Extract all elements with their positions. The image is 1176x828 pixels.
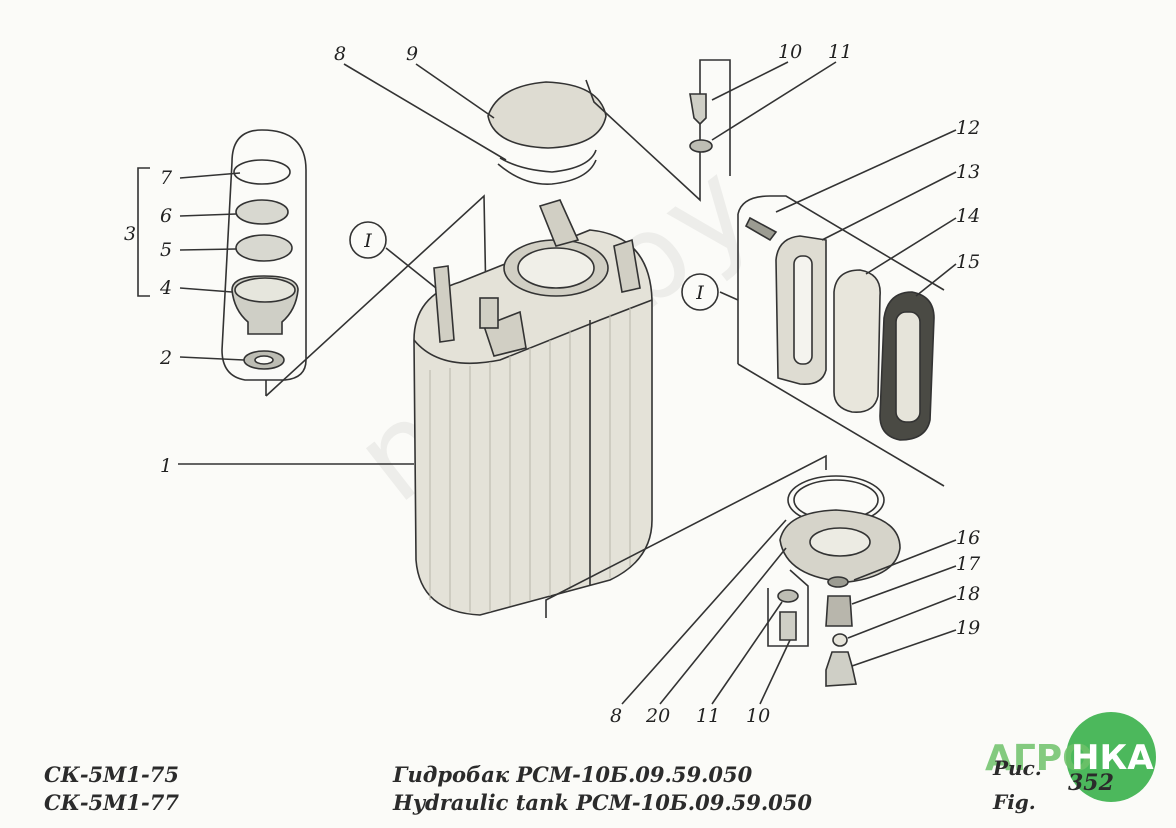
callout-19: 19 bbox=[956, 617, 980, 639]
model-label-2: СК-5М1-77 bbox=[44, 790, 179, 815]
figure-label-ru: Рис. bbox=[993, 756, 1042, 780]
ball-18 bbox=[832, 633, 848, 647]
callout-10-top: 10 bbox=[778, 41, 802, 63]
valve-19 bbox=[825, 651, 857, 687]
callout-9: 9 bbox=[406, 43, 418, 65]
logo-text-left: АГРО bbox=[985, 738, 1093, 779]
callout-8-top: 8 bbox=[334, 43, 346, 65]
callout-17: 17 bbox=[956, 553, 981, 575]
callout-2: 2 bbox=[159, 347, 172, 369]
callout-7: 7 bbox=[160, 167, 173, 189]
washer-11-top bbox=[689, 139, 713, 153]
callout-12: 12 bbox=[956, 117, 980, 139]
sight-group-outline bbox=[737, 195, 945, 291]
view-marker-right: I bbox=[681, 273, 719, 311]
mesh-6 bbox=[235, 199, 289, 225]
figure-title-en: Hydraulic tank РСМ-10Б.09.59.050 bbox=[393, 790, 813, 815]
callout-5: 5 bbox=[160, 239, 172, 261]
logo-text-right: НКА bbox=[1071, 738, 1154, 778]
callout-10-bottom: 10 bbox=[746, 705, 770, 727]
callout-16: 16 bbox=[956, 527, 980, 549]
callout-20: 20 bbox=[645, 705, 670, 727]
svg-text:I: I bbox=[695, 282, 704, 304]
mesh-5 bbox=[235, 234, 293, 262]
callout-11-top: 11 bbox=[828, 41, 852, 63]
screw-12 bbox=[744, 216, 778, 242]
logo-badge bbox=[1066, 712, 1156, 802]
model-label-1: СК-5М1-75 bbox=[44, 762, 179, 787]
figure-number: 352 bbox=[1068, 770, 1114, 796]
bracket-3 bbox=[137, 167, 150, 297]
figure-label-en: Fig. bbox=[993, 790, 1036, 814]
callout-14: 14 bbox=[956, 205, 980, 227]
view-marker-left: I bbox=[349, 221, 387, 259]
cover-9 bbox=[487, 81, 607, 149]
washer-16 bbox=[827, 576, 849, 588]
callout-18: 18 bbox=[956, 583, 980, 605]
bolt-10-top bbox=[689, 93, 707, 126]
callout-8-bottom: 8 bbox=[610, 705, 622, 727]
callout-13: 13 bbox=[956, 161, 980, 183]
washer-11-bottom bbox=[777, 589, 799, 603]
svg-text:I: I bbox=[363, 230, 372, 252]
callout-6: 6 bbox=[160, 205, 172, 227]
ring-7 bbox=[233, 159, 291, 185]
bolt-10-bottom bbox=[779, 611, 797, 641]
callout-4: 4 bbox=[159, 277, 172, 299]
callout-1: 1 bbox=[160, 455, 172, 477]
figure-title-ru: Гидробак РСМ-10Б.09.59.050 bbox=[393, 762, 753, 787]
gasket-8-top bbox=[499, 149, 597, 173]
callout-11-bottom: 11 bbox=[696, 705, 720, 727]
callout-15: 15 bbox=[956, 251, 980, 273]
fitting-17 bbox=[825, 595, 853, 627]
glass-14 bbox=[833, 269, 881, 413]
callout-3: 3 bbox=[124, 223, 136, 245]
